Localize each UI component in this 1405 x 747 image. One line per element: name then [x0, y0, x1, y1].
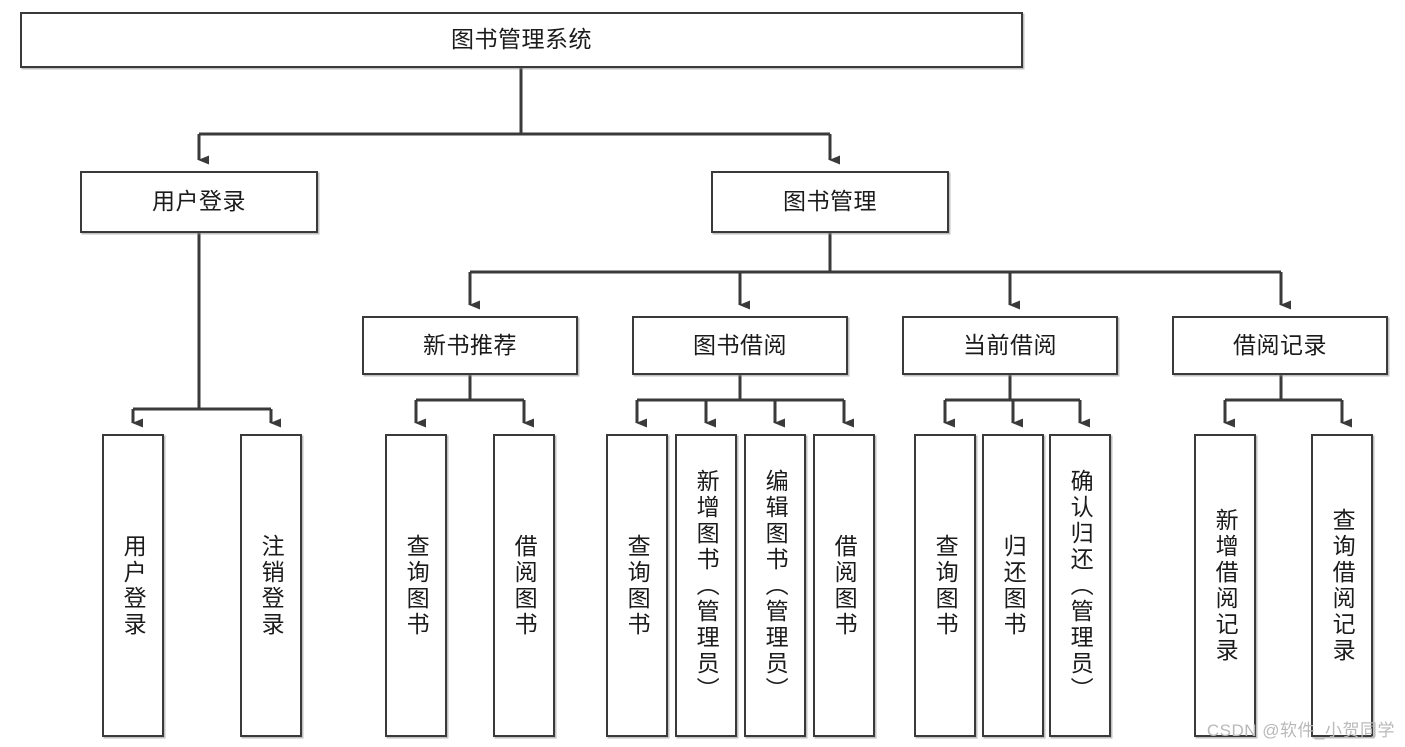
node-leaf-user-login-label: 用户登录 [120, 533, 147, 638]
node-leaf-query-book-1[interactable]: 查询图书 [385, 434, 447, 737]
node-new-book-rec-label: 新书推荐 [423, 331, 517, 358]
node-leaf-borrow-book-2[interactable]: 借阅图书 [813, 434, 875, 737]
node-leaf-borrow-book-1[interactable]: 借阅图书 [493, 434, 555, 737]
node-leaf-add-record[interactable]: 新增借阅记录 [1194, 434, 1256, 737]
node-leaf-user-logout-label: 注销登录 [258, 533, 285, 638]
node-leaf-confirm-return-label: 确认归还（管理员） [1067, 468, 1094, 703]
node-leaf-add-book[interactable]: 新增图书（管理员） [675, 434, 737, 737]
node-leaf-query-book-1-label: 查询图书 [403, 533, 430, 638]
node-leaf-borrow-book-1-label: 借阅图书 [511, 533, 538, 638]
node-leaf-borrow-book-2-label: 借阅图书 [831, 533, 858, 638]
node-leaf-add-book-label: 新增图书（管理员） [693, 468, 720, 703]
node-book-manage-label: 图书管理 [783, 188, 877, 215]
watermark-text: CSDN @软件_小贺同学 [1206, 721, 1395, 740]
node-leaf-edit-book[interactable]: 编辑图书（管理员） [744, 434, 806, 737]
node-current-borrow[interactable]: 当前借阅 [902, 316, 1118, 375]
node-leaf-return-book[interactable]: 归还图书 [982, 434, 1044, 737]
node-book-borrow[interactable]: 图书借阅 [632, 316, 848, 375]
node-root-label: 图书管理系统 [451, 26, 592, 53]
node-leaf-query-book-2[interactable]: 查询图书 [606, 434, 668, 737]
node-leaf-confirm-return[interactable]: 确认归还（管理员） [1049, 434, 1111, 737]
node-current-borrow-label: 当前借阅 [963, 331, 1057, 358]
node-borrow-record[interactable]: 借阅记录 [1172, 316, 1388, 375]
node-user-login[interactable]: 用户登录 [80, 171, 318, 233]
node-root[interactable]: 图书管理系统 [20, 12, 1023, 68]
node-leaf-edit-book-label: 编辑图书（管理员） [762, 468, 789, 703]
node-leaf-return-book-label: 归还图书 [1000, 533, 1027, 638]
node-borrow-record-label: 借阅记录 [1233, 331, 1327, 358]
node-leaf-user-login[interactable]: 用户登录 [102, 434, 164, 737]
node-user-login-label: 用户登录 [152, 188, 246, 215]
node-leaf-add-record-label: 新增借阅记录 [1212, 507, 1239, 664]
node-book-manage[interactable]: 图书管理 [711, 171, 949, 233]
node-book-borrow-label: 图书借阅 [693, 331, 787, 358]
node-new-book-rec[interactable]: 新书推荐 [362, 316, 578, 375]
node-leaf-query-record-label: 查询借阅记录 [1329, 507, 1356, 664]
node-leaf-query-book-3[interactable]: 查询图书 [914, 434, 976, 737]
node-leaf-query-book-3-label: 查询图书 [932, 533, 959, 638]
node-leaf-user-logout[interactable]: 注销登录 [240, 434, 302, 737]
node-leaf-query-book-2-label: 查询图书 [624, 533, 651, 638]
node-leaf-query-record[interactable]: 查询借阅记录 [1311, 434, 1373, 737]
